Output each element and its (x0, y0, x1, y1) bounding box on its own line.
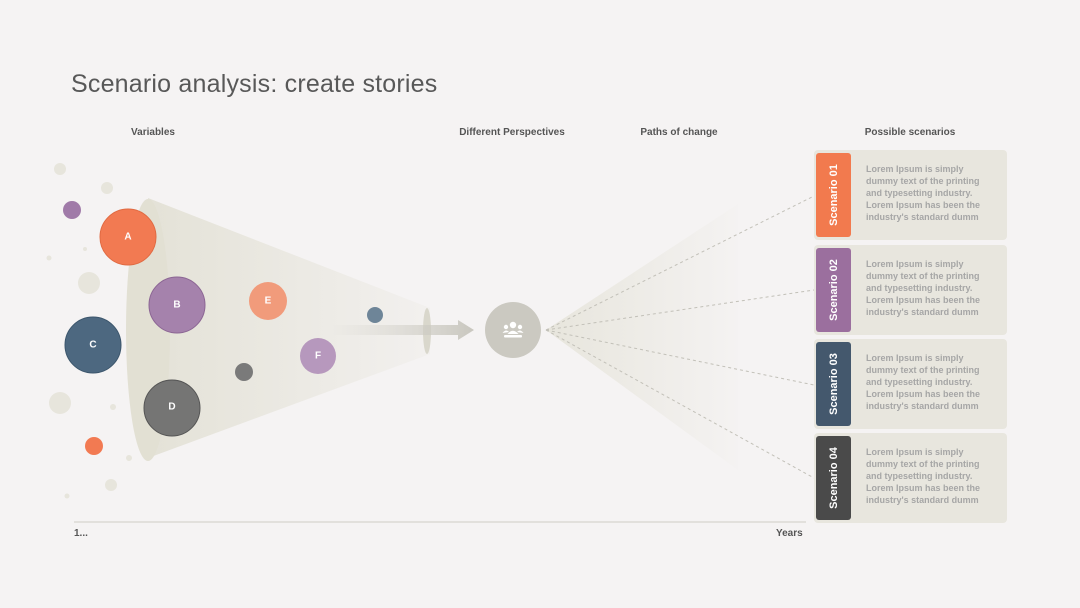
decorative-dots (46, 163, 132, 499)
scenario-tag-1: Scenario 01 (816, 153, 851, 237)
perspectives-hub (485, 302, 541, 358)
arrow-right-icon (330, 320, 474, 340)
bubble-label-a: A (124, 231, 132, 243)
bubble-small-2 (235, 363, 253, 381)
scenario-card-1: Scenario 01 Lorem Ipsum is simply dummy … (814, 150, 1007, 240)
scenario-text-1: Lorem Ipsum is simply dummy text of the … (866, 164, 981, 222)
scenario-card-3: Scenario 03 Lorem Ipsum is simply dummy … (814, 339, 1007, 429)
axis-start-label: 1... (74, 528, 88, 539)
column-label-paths: Paths of change (640, 127, 718, 138)
bubble-d (143, 379, 201, 437)
bubble-e (249, 282, 287, 320)
scenario-tag-3: Scenario 03 (816, 342, 851, 426)
bubble-f (300, 338, 336, 374)
bubble-label-e: E (264, 295, 272, 307)
scenario-tag-4: Scenario 04 (816, 436, 851, 520)
column-label-variables: Variables (131, 127, 175, 138)
bubble-label-b: B (173, 299, 181, 311)
scenario-text-2: Lorem Ipsum is simply dummy text of the … (866, 259, 981, 317)
scenario-card-4: Scenario 04 Lorem Ipsum is simply dummy … (814, 433, 1007, 523)
bubble-label-f: F (314, 350, 322, 362)
page-title: Scenario analysis: create stories (71, 70, 438, 98)
bubble-c (64, 316, 122, 374)
variable-bubbles (64, 208, 383, 437)
scenario-text-4: Lorem Ipsum is simply dummy text of the … (866, 447, 981, 505)
scenario-text-3: Lorem Ipsum is simply dummy text of the … (866, 353, 981, 411)
funnel-cone (148, 198, 430, 458)
path-lines (545, 195, 815, 479)
bubble-b (148, 276, 206, 334)
bubble-a (99, 208, 157, 266)
bubble-small-1 (367, 307, 383, 323)
column-label-perspectives: Different Perspectives (459, 127, 565, 138)
paths-fan (546, 204, 738, 470)
scenario-tag-2: Scenario 02 (816, 248, 851, 332)
scenario-card-2: Scenario 02 Lorem Ipsum is simply dummy … (814, 245, 1007, 335)
team-icon (502, 321, 524, 338)
bubble-label-c: C (89, 339, 97, 351)
bubble-label-d: D (168, 401, 176, 413)
axis-end-label: Years (776, 528, 803, 539)
column-label-scenarios: Possible scenarios (864, 127, 956, 138)
